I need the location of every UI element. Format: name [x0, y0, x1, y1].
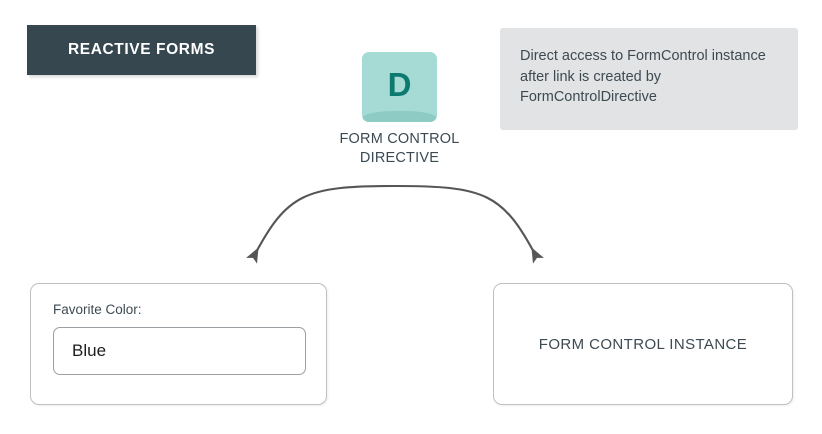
directive-caption-line-2: DIRECTIVE: [359, 149, 440, 166]
favorite-color-label: Favorite Color:: [53, 302, 142, 317]
directive-icon: D: [362, 52, 437, 122]
directive-to-cards-arrow: [246, 184, 544, 264]
favorite-color-input[interactable]: Blue: [53, 326, 306, 375]
form-control-directive-node: D FORM CONTROL DIRECTIVE: [312, 52, 487, 167]
directive-caption: FORM CONTROL DIRECTIVE: [312, 130, 487, 167]
directive-icon-band: [362, 111, 437, 122]
callout-note-text: Direct access to FormControl instance af…: [520, 48, 766, 106]
form-control-instance-label: FORM CONTROL INSTANCE: [538, 335, 748, 353]
directive-caption-line-1: FORM CONTROL: [339, 131, 460, 147]
favorite-color-form-card: Favorite Color: Blue: [30, 283, 327, 405]
directive-icon-letter: D: [387, 65, 412, 103]
reactive-forms-badge-label: REACTIVE FORMS: [67, 41, 216, 59]
favorite-color-input-value: Blue: [72, 341, 107, 360]
form-control-instance-card: FORM CONTROL INSTANCE: [493, 283, 793, 405]
reactive-forms-badge: REACTIVE FORMS: [27, 25, 256, 75]
callout-note: Direct access to FormControl instance af…: [500, 28, 798, 130]
